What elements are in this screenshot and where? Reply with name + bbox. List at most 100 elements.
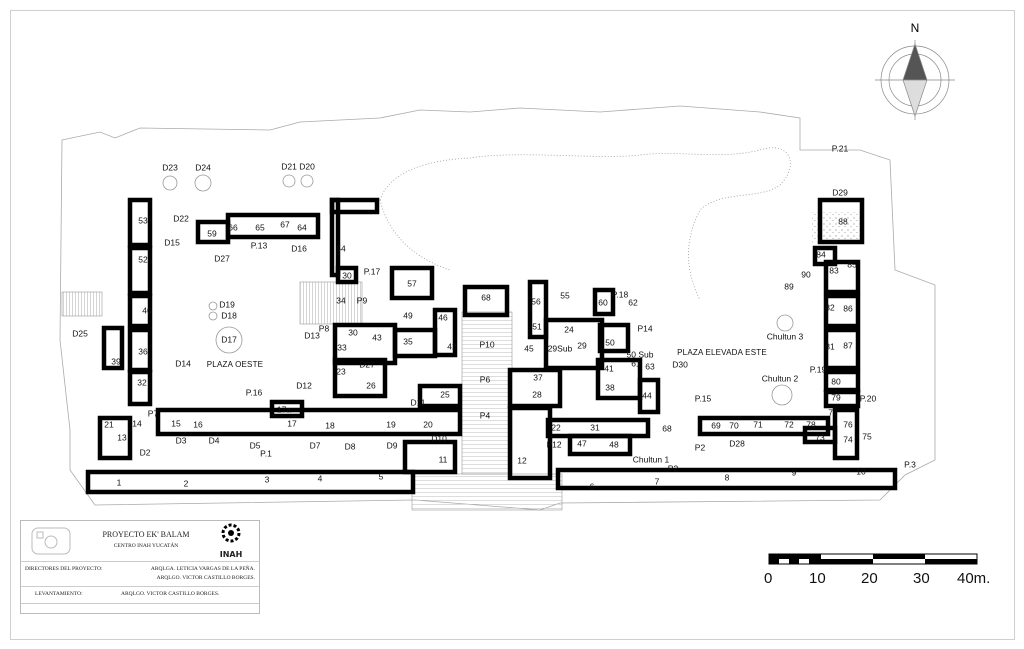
structure-label: 87 bbox=[843, 340, 853, 350]
round-feature bbox=[282, 174, 296, 188]
wall-36 bbox=[417, 383, 463, 409]
structure-label: D8 bbox=[345, 441, 356, 451]
structure-label: P.19 bbox=[810, 364, 827, 374]
structure-label: 37 bbox=[533, 372, 543, 382]
structure-label: 13 bbox=[117, 432, 127, 442]
structure-label: 65 bbox=[255, 222, 265, 232]
structure-label: 85 bbox=[847, 259, 857, 269]
round-feature bbox=[208, 301, 218, 311]
structure-label: 46 bbox=[438, 312, 448, 322]
round-feature bbox=[215, 326, 243, 354]
structure-label: D14 bbox=[175, 358, 191, 368]
wall-43 bbox=[101, 325, 125, 371]
structure-label: 69 bbox=[711, 420, 721, 430]
structure-label: 15 bbox=[171, 418, 181, 428]
structure-label: Chultun 3 bbox=[767, 331, 804, 341]
director-2: ARQLGO. VICTOR CASTILLO BORGES. bbox=[156, 575, 255, 581]
structure-label: D28 bbox=[729, 438, 745, 448]
survey-label: LEVANTAMIENTO: bbox=[35, 591, 83, 597]
structure-label: 22 bbox=[551, 422, 561, 432]
structure-label: D30 bbox=[672, 359, 688, 369]
structure-label: 67 bbox=[280, 219, 290, 229]
north-arrow: N bbox=[875, 21, 955, 120]
structure-label: P9 bbox=[357, 295, 368, 305]
structure-label: D16 bbox=[291, 243, 307, 253]
wall-8 bbox=[329, 197, 341, 278]
structure-label: 83 bbox=[829, 265, 839, 275]
structure-label: 49 bbox=[403, 310, 413, 320]
structure-label: P2 bbox=[668, 463, 679, 473]
wall-37 bbox=[402, 439, 458, 475]
structure-label: 9 bbox=[792, 467, 797, 477]
wall-30 bbox=[637, 377, 661, 415]
map-frame bbox=[10, 10, 1015, 640]
structure-label: 59 bbox=[207, 228, 217, 238]
structure-label: 36 bbox=[138, 346, 148, 356]
structure-label: Chultun 2 bbox=[762, 373, 799, 383]
structure-label: 81 bbox=[825, 341, 835, 351]
wall-35 bbox=[567, 433, 633, 457]
structure-label: D18 bbox=[221, 310, 237, 320]
structure-label: D11 bbox=[411, 397, 426, 407]
structure-label: 88 bbox=[838, 216, 848, 226]
structure-label: 30 bbox=[342, 270, 352, 280]
structure-label: D24 bbox=[195, 162, 211, 172]
structure-label: 90 bbox=[801, 269, 811, 279]
directors-label: DIRECTORES DEL PROYECTO: bbox=[25, 566, 103, 572]
structure-label: 47 bbox=[577, 438, 587, 448]
structure-label: 51 bbox=[532, 321, 542, 331]
structure-label: 23 bbox=[336, 366, 346, 376]
wall-26 bbox=[527, 279, 549, 340]
scale-tick-40: 40m. bbox=[957, 570, 991, 587]
wall-4 bbox=[127, 369, 153, 407]
plaza-este-label: PLAZA ELEVADA ESTE bbox=[677, 348, 767, 357]
structure-label: 80 bbox=[831, 376, 841, 386]
structure-label: 62 bbox=[628, 297, 638, 307]
wall-22 bbox=[823, 389, 861, 409]
title-block: PROYECTO EK' BALAM CENTRO INAH YUCATÁN I… bbox=[20, 520, 260, 614]
wall-25 bbox=[832, 407, 860, 461]
round-feature bbox=[208, 311, 218, 321]
project-title: PROYECTO EK' BALAM bbox=[102, 530, 190, 539]
structure-label: D29 bbox=[832, 187, 848, 197]
structure-label: 5 bbox=[379, 471, 384, 481]
structure-label: D12 bbox=[296, 380, 312, 390]
structure-label: 35 bbox=[403, 336, 413, 346]
center-name: CENTRO INAH YUCATÁN bbox=[113, 543, 179, 549]
structure-label: D15 bbox=[164, 237, 180, 247]
structure-label: 78 bbox=[806, 419, 816, 429]
structure-label: 43 bbox=[372, 332, 382, 342]
wall-42 bbox=[97, 415, 133, 461]
structure-label: 71 bbox=[753, 419, 763, 429]
scale-tick-30: 30 bbox=[913, 570, 930, 587]
structure-label: 64 bbox=[297, 222, 307, 232]
structure-label: D17 bbox=[221, 334, 237, 344]
inah-emblem-icon bbox=[221, 523, 241, 543]
structure-label: P.13 bbox=[251, 240, 268, 250]
structure-label: 29 bbox=[577, 340, 587, 350]
structure-label: D2 bbox=[140, 447, 151, 457]
wall-20 bbox=[823, 327, 861, 371]
structure-label: 25 bbox=[440, 389, 450, 399]
structure-label: 20 bbox=[423, 419, 433, 429]
stairway-west bbox=[61, 291, 103, 317]
structure-label: 84 bbox=[816, 249, 826, 259]
structure-label: 28 bbox=[532, 389, 542, 399]
structure-label: 50 bbox=[605, 337, 615, 347]
structure-label: D13 bbox=[304, 330, 320, 340]
scale-tick-10: 10 bbox=[809, 570, 826, 587]
structure-label: 1 bbox=[117, 477, 122, 487]
structure-label: D19 bbox=[219, 299, 235, 309]
structure-label: P.1 bbox=[260, 448, 272, 458]
wall-31 bbox=[592, 287, 616, 317]
north-label: N bbox=[911, 21, 920, 35]
structure-label: 44 bbox=[642, 390, 652, 400]
structure-label: 76 bbox=[843, 419, 853, 429]
main-stairway bbox=[461, 311, 513, 475]
wall-2 bbox=[127, 293, 153, 329]
structure-label: D7 bbox=[310, 440, 321, 450]
structure-label: 77 bbox=[828, 407, 838, 417]
wall-13 bbox=[555, 467, 898, 491]
structure-label: 68 bbox=[662, 423, 672, 433]
